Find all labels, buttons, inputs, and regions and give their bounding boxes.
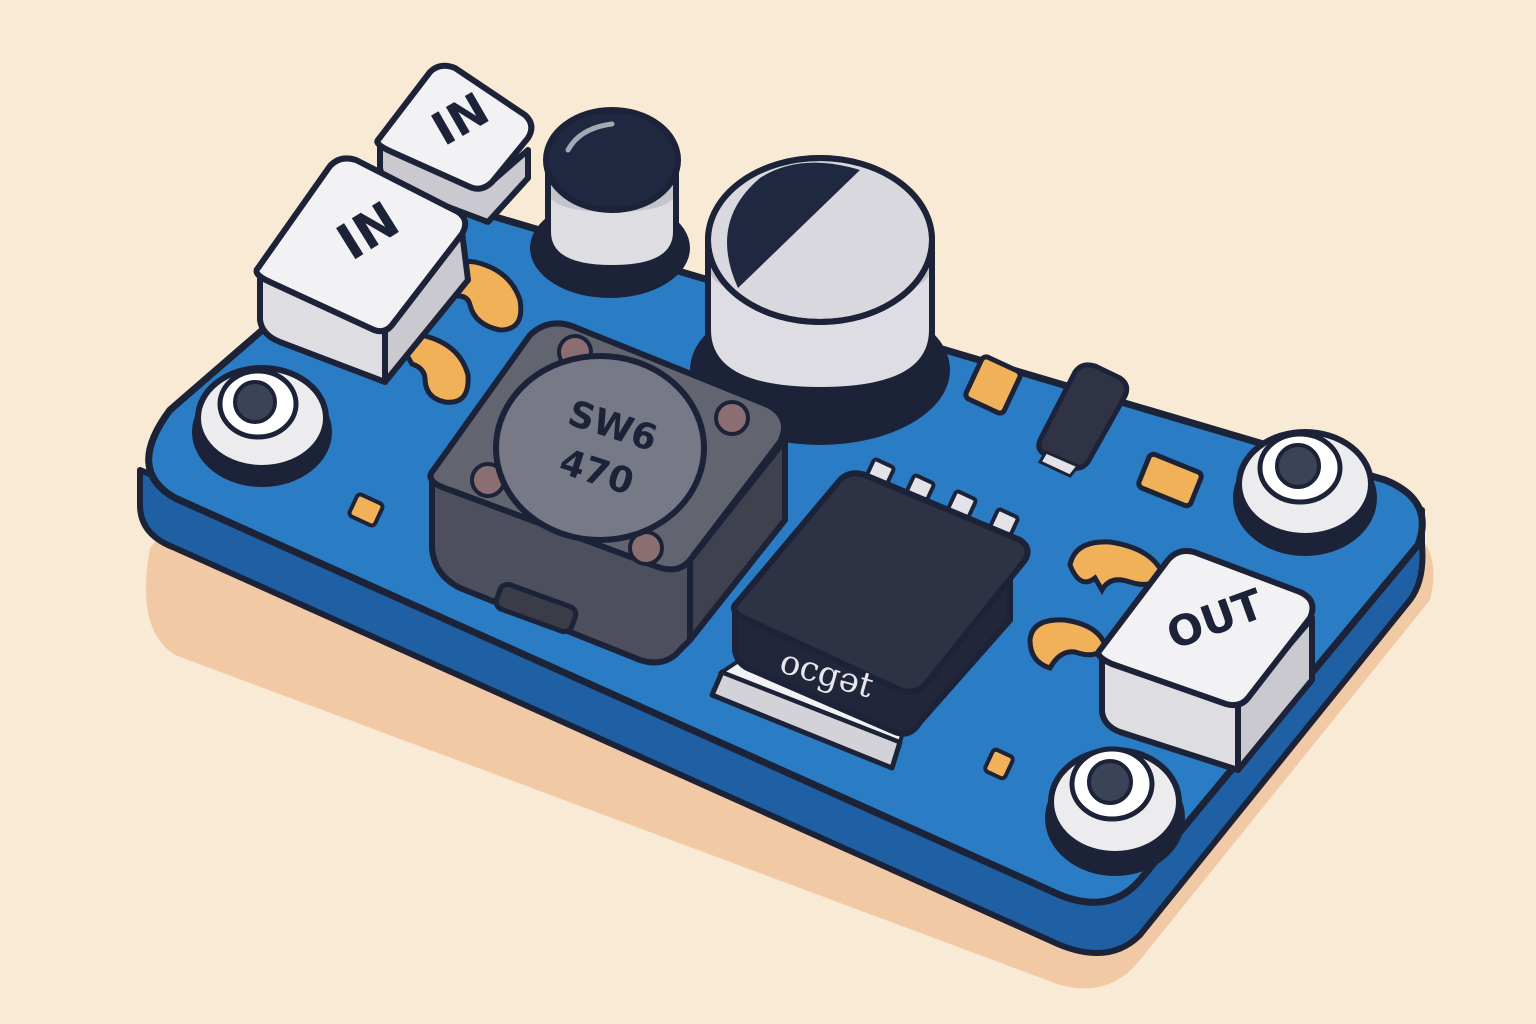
inductor: SW6 470 xyxy=(427,320,788,666)
output-terminal: OUT xyxy=(1095,548,1316,773)
smd-pad xyxy=(347,492,385,528)
smd-resistor xyxy=(963,354,1023,416)
smd-pad xyxy=(983,747,1015,781)
mounting-hole-bottom xyxy=(1045,746,1185,876)
input-terminal-top: IN xyxy=(374,62,535,225)
mounting-hole-right xyxy=(1233,429,1377,556)
smd-capacitor-small xyxy=(1136,451,1204,509)
pcb-edge xyxy=(137,467,1426,956)
output-solder-pads xyxy=(1027,539,1165,671)
ic-chip: ocgət xyxy=(730,470,1031,737)
large-capacitor xyxy=(690,155,950,445)
mounting-hole-top-left xyxy=(192,365,332,487)
smd-diode xyxy=(1036,362,1130,478)
small-capacitor xyxy=(530,107,690,298)
chip-leads-bottom xyxy=(709,657,908,771)
input-terminal-bottom: IN xyxy=(253,155,471,385)
